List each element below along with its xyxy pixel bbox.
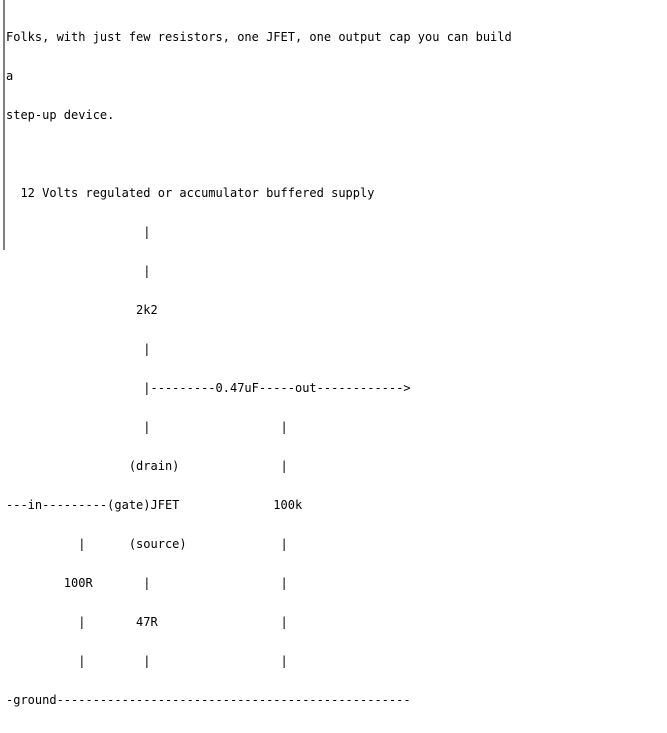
resistor-2k2-label: 2k2	[6, 303, 158, 317]
supply-label: 12 Volts regulated or accumulator buffer…	[6, 186, 375, 200]
output-cap-line: |---------0.47uF-----out------------>	[6, 381, 411, 395]
output-branch-wire: | |	[6, 420, 288, 434]
intro-line-3: step-up device.	[6, 108, 115, 122]
drain-label: (drain) |	[6, 459, 288, 473]
blank-line	[6, 148, 512, 161]
intro-line-1: Folks, with just few resistors, one JFET…	[6, 30, 512, 44]
supply-wire-2: |	[6, 264, 151, 278]
ground-line: -ground---------------------------------…	[6, 693, 411, 707]
ascii-circuit-text: Folks, with just few resistors, one JFET…	[6, 5, 512, 733]
input-gate-line: ---in---------(gate)JFET 100k	[6, 498, 303, 512]
intro-line-2: a	[6, 69, 14, 83]
drain-wire: |	[6, 342, 151, 356]
resistor-47r-label: | 47R |	[6, 615, 288, 629]
ground-wires: | | |	[6, 654, 288, 668]
text-viewer-page: Folks, with just few resistors, one JFET…	[3, 0, 512, 707]
supply-wire-1: |	[6, 225, 151, 239]
left-border	[3, 0, 5, 250]
resistor-100r-label: 100R | |	[6, 576, 288, 590]
